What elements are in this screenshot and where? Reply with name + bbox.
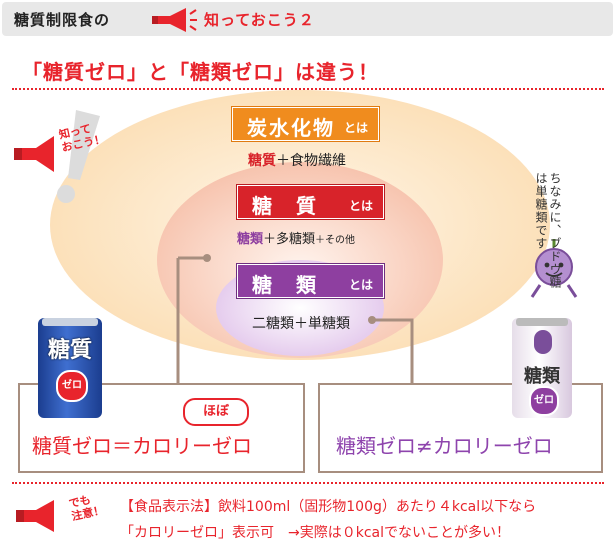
title-divider (12, 88, 604, 90)
connector-right (372, 318, 414, 383)
sugar-label-suffix: とは (348, 199, 373, 213)
header-bar (2, 2, 613, 36)
sugar-label: 糖 質 とは (237, 185, 384, 219)
sugar-formula-part1: 糖類 (237, 232, 264, 247)
saccharide-label-suffix: とは (348, 278, 373, 292)
carbohydrate-formula-part1: 糖質 (248, 153, 276, 169)
saccharide-zero-can: 糖類 ゼロ (512, 318, 572, 418)
carbohydrate-formula: 糖質＋食物繊維 (248, 150, 346, 170)
carbohydrate-label: 炭水化物 とは (232, 107, 379, 141)
header-title: 糖質制限食の (14, 11, 111, 29)
main-title: 「糖質ゼロ」と「糖類ゼロ」は違う！ (22, 60, 379, 84)
sugar-formula-part2: ＋多糖類 (263, 232, 316, 247)
sugar-formula-part3: ＋その他 (315, 235, 356, 246)
grape-mascot-icon (530, 239, 578, 298)
side-note: ちなみに、ブドウ糖は単糖類です (534, 172, 562, 289)
sugar-formula: 糖類＋多糖類＋その他 (237, 228, 355, 247)
sugar-zero-can-top: 糖質 (47, 338, 92, 363)
megaphone-icon-bottom (16, 500, 54, 532)
carbohydrate-label-text: 炭水化物 (247, 116, 335, 140)
bottom-note-line2: 「カロリーゼロ」表示可 →実際は０kcalでないことが多い！ (120, 525, 511, 541)
sugar-zero-can-badge: ゼロ (56, 370, 88, 402)
saccharide-zero-can-badge: ゼロ (529, 386, 559, 416)
megaphone-icon-left (14, 136, 54, 172)
bottom-divider (12, 482, 604, 484)
exclamation-icon (57, 110, 100, 203)
carbohydrate-formula-part2: ＋食物繊維 (276, 153, 346, 169)
sugar-label-text: 糖 質 (252, 194, 318, 218)
megaphone-icon (152, 8, 197, 32)
right-equation: 糖類ゼロ≠カロリーゼロ (336, 434, 553, 458)
left-equation: 糖質ゼロ＝カロリーゼロ (32, 434, 252, 458)
bottom-note-line1: 【食品表示法】飲料100ml（固形物100g）あたり４kcal以下なら (120, 499, 537, 515)
hobo-tag: ほぼ (183, 398, 249, 426)
saccharide-zero-can-top: 糖類 (524, 366, 560, 387)
saccharide-formula: 二糖類＋単糖類 (252, 316, 350, 332)
carbohydrate-label-suffix: とは (343, 121, 368, 135)
header-subtitle: 知っておこう２ (204, 11, 315, 29)
sugar-zero-can: 糖質 ゼロ (38, 318, 102, 418)
saccharide-label: 糖 類 とは (237, 264, 384, 298)
grape-icon (534, 330, 552, 354)
saccharide-label-text: 糖 類 (252, 273, 318, 297)
